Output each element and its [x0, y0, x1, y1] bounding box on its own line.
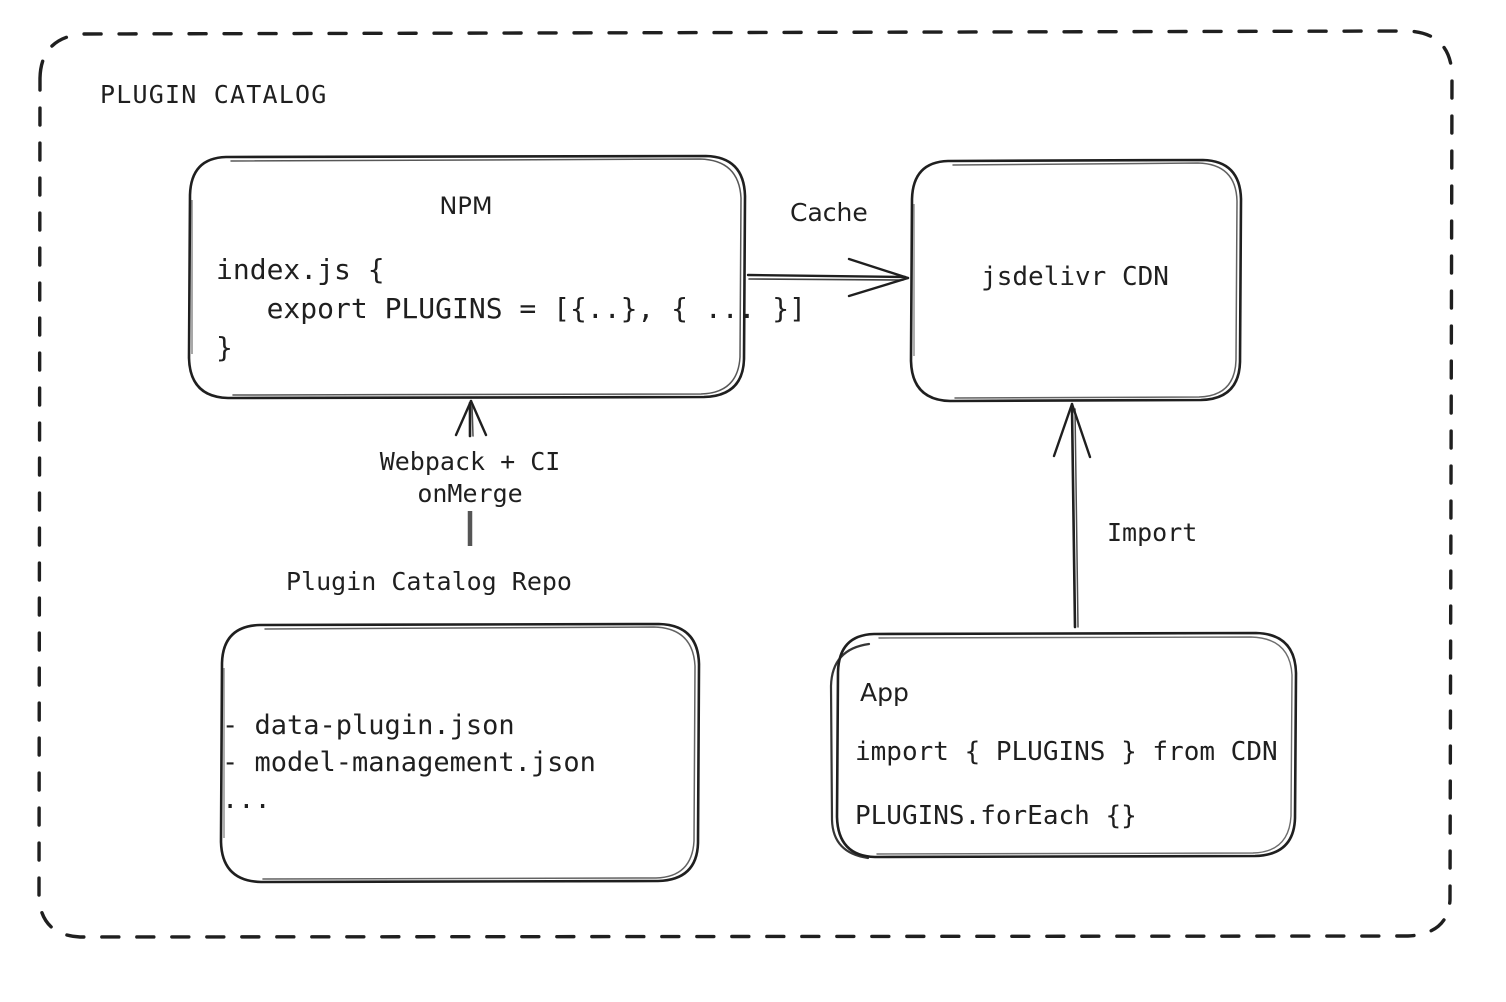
- import-edge-label: Import: [1107, 518, 1198, 547]
- npm-node-heading: NPM: [439, 192, 493, 220]
- cdn-node-heading: jsdelivr CDN: [981, 262, 1169, 292]
- npm-node-code: index.js { export PLUGINS = [{..}, { ...…: [216, 253, 807, 364]
- repo-node-file-list: - data-plugin.json - model-management.js…: [222, 710, 596, 815]
- plugin-catalog-group-title: PLUGIN CATALOG: [100, 80, 328, 109]
- app-node-heading: App: [860, 678, 909, 707]
- import-arrow: [1052, 402, 1092, 629]
- cache-edge-label: Cache: [790, 198, 868, 227]
- build-edge-label-secondary: onMerge: [417, 479, 523, 508]
- app-node-code-import: import { PLUGINS } from CDN: [855, 737, 1278, 767]
- repo-node-caption: Plugin Catalog Repo: [286, 567, 572, 596]
- build-edge-label-primary: Webpack + CI: [379, 447, 561, 476]
- app-node-code-foreach: PLUGINS.forEach {}: [855, 801, 1137, 831]
